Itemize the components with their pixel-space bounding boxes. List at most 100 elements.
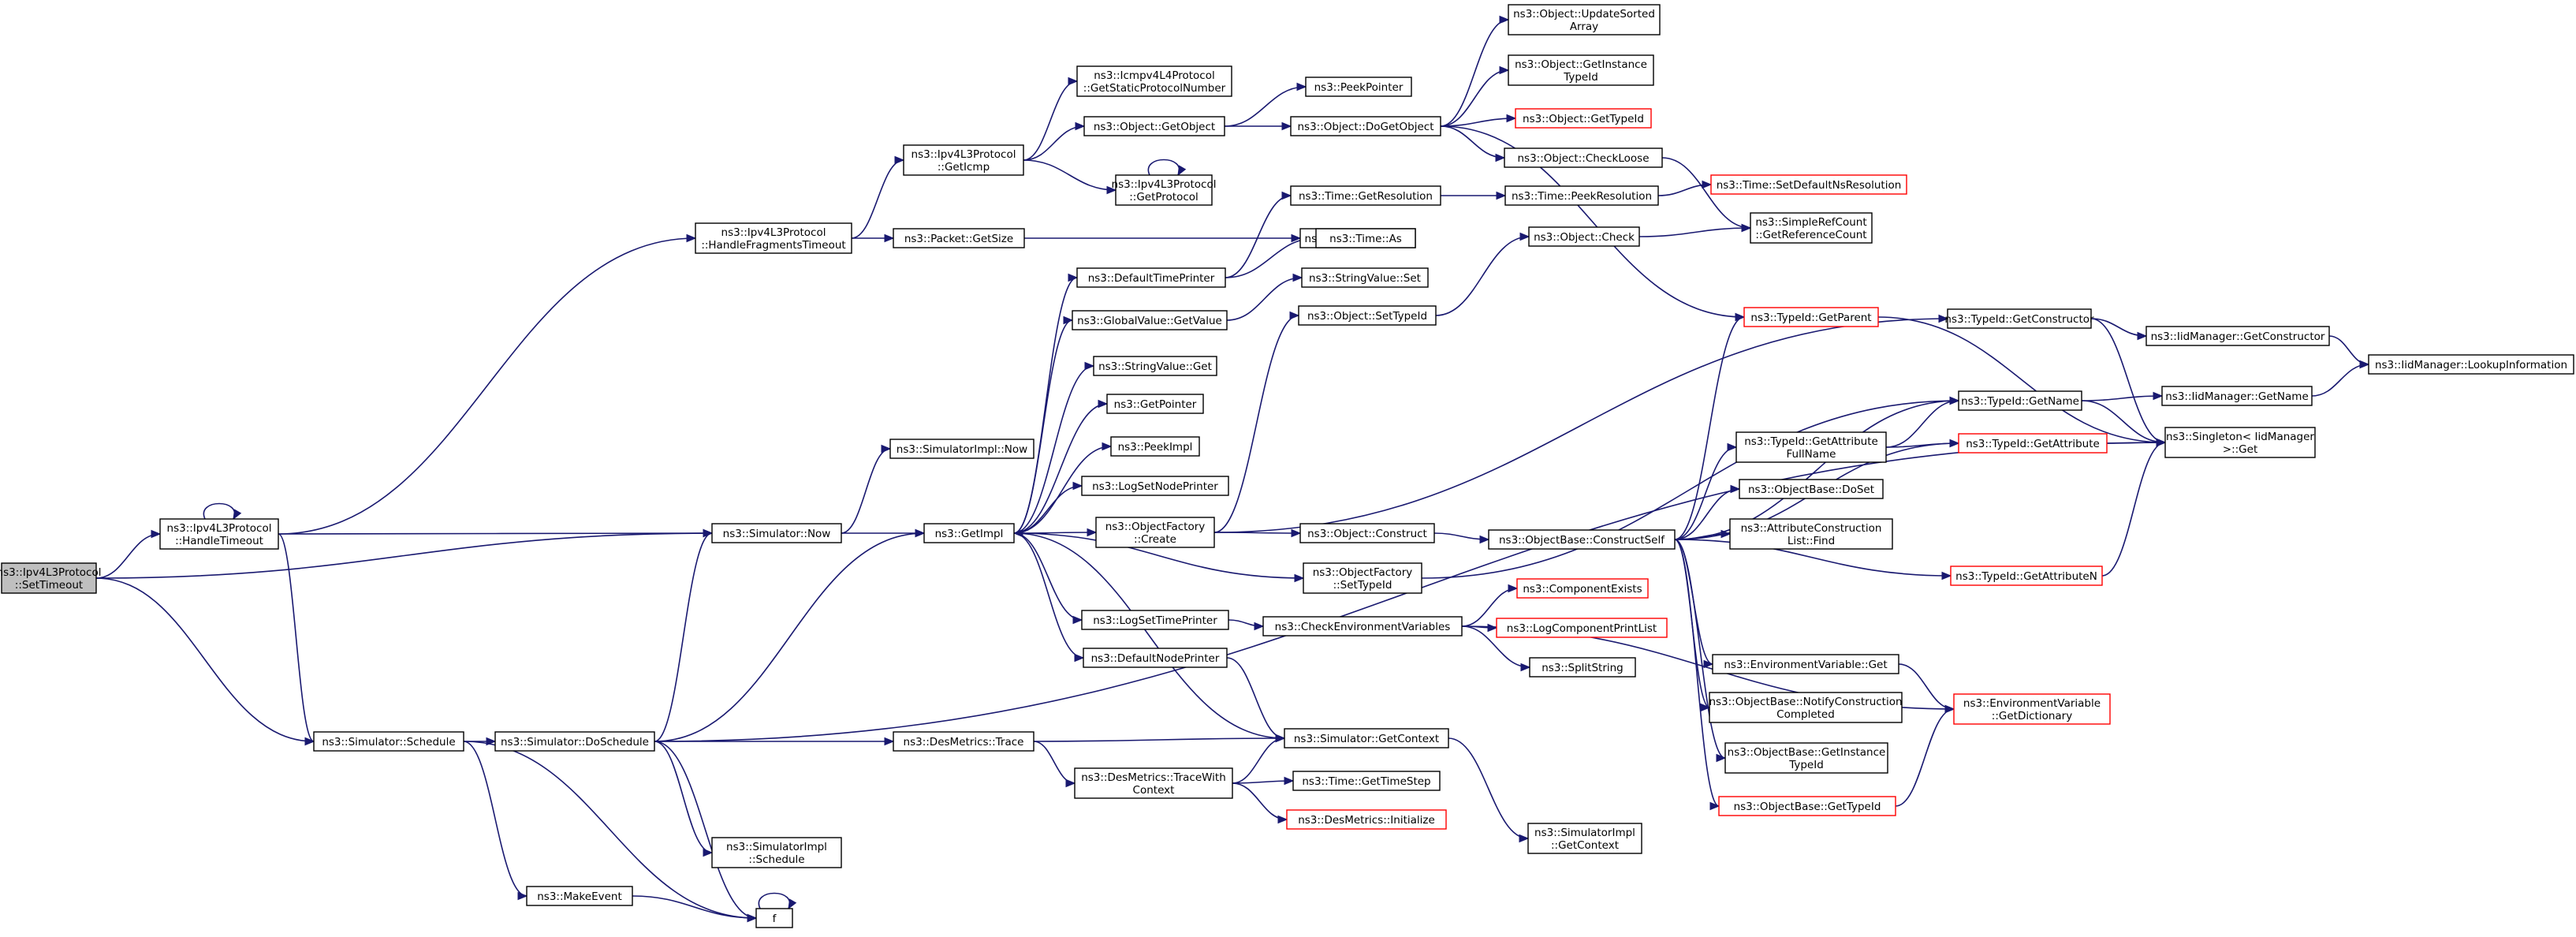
node-tidGetAttr[interactable]: ns3::TypeId::GetAttribute: [1958, 433, 2108, 454]
node-timePeekRes[interactable]: ns3::Time::PeekResolution: [1504, 185, 1659, 206]
node-tidGetCtor[interactable]: ns3::TypeId::GetConstructor: [1944, 308, 2094, 329]
node-implGetContext[interactable]: ns3::SimulatorImpl::GetContext: [1527, 823, 1642, 854]
node-doGetObject[interactable]: ns3::Object::DoGetObject: [1290, 116, 1441, 136]
node-obNotify[interactable]: ns3::ObjectBase::NotifyConstructionCompl…: [1709, 692, 1903, 723]
node-checkEnv[interactable]: ns3::CheckEnvironmentVariables: [1262, 616, 1463, 636]
node-box: [1095, 517, 1215, 548]
node-srcGetRef[interactable]: ns3::SimpleRefCount::GetReferenceCount: [1750, 212, 1873, 244]
node-timeGetStep[interactable]: ns3::Time::GetTimeStep: [1292, 771, 1441, 791]
node-simGetContext[interactable]: ns3::Simulator::GetContext: [1284, 728, 1449, 748]
node-singletonGet[interactable]: ns3::Singleton< IidManager >::Get: [2164, 427, 2316, 458]
node-doSchedule[interactable]: ns3::Simulator::DoSchedule: [494, 731, 655, 752]
node-getImpl[interactable]: ns3::GetImpl: [923, 523, 1015, 543]
node-label: ns3::ComponentExists: [1523, 583, 1642, 595]
edge-iidGetName-to-iidLookup: [2311, 360, 2370, 397]
node-logSetTime[interactable]: ns3::LogSetTimePrinter: [1081, 610, 1229, 630]
node-box: [1110, 436, 1200, 457]
node-objGetTypeId[interactable]: ns3::Object::GetTypeId: [1515, 108, 1652, 129]
edge-timeGetRes-to-timePeekRes: [1441, 191, 1507, 200]
node-logSetNode[interactable]: ns3::LogSetNodePrinter: [1081, 476, 1229, 496]
edge-desTraceWith-to-desInit: [1232, 782, 1288, 824]
node-box: [1076, 267, 1226, 288]
node-envGetDict[interactable]: ns3::EnvironmentVariable::GetDictionary: [1953, 693, 2111, 725]
node-label: ns3::SimulatorImpl: [726, 841, 827, 853]
node-iidLookup[interactable]: ns3::IidManager::LookupInformation: [2368, 354, 2574, 375]
node-handleTimeout[interactable]: ns3::Ipv4L3Protocol::HandleTimeout: [159, 518, 279, 550]
node-label: ns3::Ipv4L3Protocol: [0, 566, 101, 579]
node-root[interactable]: ns3::Ipv4L3Protocol::SetTimeout: [0, 562, 101, 594]
node-label: ns3::GlobalValue::GetValue: [1077, 315, 1222, 327]
node-strSet[interactable]: ns3::StringValue::Set: [1301, 267, 1429, 288]
node-globalGetValue[interactable]: ns3::GlobalValue::GetValue: [1072, 310, 1228, 330]
node-label: ns3::TypeId::GetParent: [1750, 312, 1871, 324]
node-objConstruct[interactable]: ns3::Object::Construct: [1299, 523, 1435, 543]
node-timeAs[interactable]: ns3::Time::As: [1315, 228, 1416, 248]
edge-defNodePrinter-to-simGetContext: [1226, 657, 1286, 743]
node-desInit[interactable]: ns3::DesMetrics::Initialize: [1286, 809, 1447, 830]
node-obGetTypeId[interactable]: ns3::ObjectBase::GetTypeId: [1718, 796, 1896, 816]
node-splitString[interactable]: ns3::SplitString: [1529, 657, 1636, 678]
node-tidGetName[interactable]: ns3::TypeId::GetName: [1958, 390, 2082, 411]
node-box: [1709, 692, 1903, 723]
node-peekPointer[interactable]: ns3::PeekPointer: [1305, 77, 1412, 97]
node-icmpStatic[interactable]: ns3::Icmpv4L4Protocol::GetStaticProtocol…: [1076, 65, 1232, 97]
node-label: ns3::DefaultTimePrinter: [1088, 272, 1215, 285]
node-compExists[interactable]: ns3::ComponentExists: [1516, 578, 1649, 599]
node-box: [2145, 326, 2330, 346]
node-box: [1515, 108, 1652, 129]
node-label: ns3::Ipv4L3Protocol: [1112, 178, 1217, 191]
node-ipv4GetProtocol[interactable]: ns3::Ipv4L3Protocol::GetProtocol: [1112, 174, 1217, 206]
node-implNow[interactable]: ns3::SimulatorImpl::Now: [889, 439, 1035, 459]
node-logCompPrint[interactable]: ns3::LogComponentPrintList: [1496, 618, 1668, 638]
node-pktGetSize[interactable]: ns3::Packet::GetSize: [893, 228, 1025, 248]
node-box: [695, 222, 852, 254]
node-label: ns3::Ipv4L3Protocol: [721, 226, 826, 239]
node-ofCreate[interactable]: ns3::ObjectFactory::Create: [1095, 517, 1215, 548]
node-objSetTypeId[interactable]: ns3::Object::SetTypeId: [1298, 305, 1437, 326]
node-label: ns3::CheckEnvironmentVariables: [1275, 621, 1451, 633]
node-ofSetTypeId[interactable]: ns3::ObjectFactory::SetTypeId: [1303, 562, 1422, 594]
node-label: ns3::ObjectFactory: [1105, 521, 1206, 533]
node-obDoSet[interactable]: ns3::ObjectBase::DoSet: [1739, 479, 1884, 499]
edge-getImpl-to-getPointer: [1013, 399, 1109, 534]
node-handleFrag[interactable]: ns3::Ipv4L3Protocol::HandleFragmentsTime…: [695, 222, 852, 254]
node-implSchedule[interactable]: ns3::SimulatorImpl::Schedule: [711, 837, 842, 868]
node-f[interactable]: f: [755, 908, 793, 928]
node-setDefNs[interactable]: ns3::Time::SetDefaultNsResolution: [1710, 174, 1907, 195]
node-label: ns3::Singleton< IidManager: [2166, 431, 2314, 443]
node-obConstructSelf[interactable]: ns3::ObjectBase::ConstructSelf: [1488, 529, 1676, 550]
node-makeEvent[interactable]: ns3::MakeEvent: [526, 886, 633, 906]
node-box: [1106, 394, 1204, 414]
node-getPointer[interactable]: ns3::GetPointer: [1106, 394, 1204, 414]
node-strGet[interactable]: ns3::StringValue::Get: [1093, 356, 1217, 376]
node-tidGetParent[interactable]: ns3::TypeId::GetParent: [1743, 307, 1879, 327]
node-iidGetCtor[interactable]: ns3::IidManager::GetConstructor: [2145, 326, 2330, 346]
node-defNodePrinter[interactable]: ns3::DefaultNodePrinter: [1083, 648, 1228, 668]
node-label: ns3::EnvironmentVariable: [1963, 697, 2101, 710]
node-schedule[interactable]: ns3::Simulator::Schedule: [313, 731, 464, 752]
node-checkLoose[interactable]: ns3::Object::CheckLoose: [1504, 147, 1663, 168]
node-label: ns3::SimpleRefCount: [1755, 216, 1866, 229]
node-getIcmp[interactable]: ns3::Ipv4L3Protocol::GetIcmp: [903, 144, 1024, 176]
node-iidGetName[interactable]: ns3::IidManager::GetName: [2161, 386, 2313, 406]
node-peekImpl[interactable]: ns3::PeekImpl: [1110, 436, 1200, 457]
node-envGet[interactable]: ns3::EnvironmentVariable::Get: [1712, 654, 1899, 674]
node-tidGetAttrN[interactable]: ns3::TypeId::GetAttributeN: [1950, 566, 2103, 586]
node-defTimePrinter[interactable]: ns3::DefaultTimePrinter: [1076, 267, 1226, 288]
node-objGetObject[interactable]: ns3::Object::GetObject: [1083, 116, 1225, 136]
node-desTrace[interactable]: ns3::DesMetrics::Trace: [893, 731, 1035, 752]
node-objCheck[interactable]: ns3::Object::Check: [1528, 226, 1640, 247]
node-timeGetRes[interactable]: ns3::Time::GetResolution: [1290, 185, 1441, 206]
node-label: List::Find: [1788, 535, 1835, 547]
node-box: [1508, 54, 1654, 86]
node-label: ns3::Object::GetInstance: [1515, 58, 1647, 71]
node-box: [1115, 174, 1213, 206]
node-box: [1298, 305, 1437, 326]
node-now[interactable]: ns3::Simulator::Now: [711, 523, 842, 543]
